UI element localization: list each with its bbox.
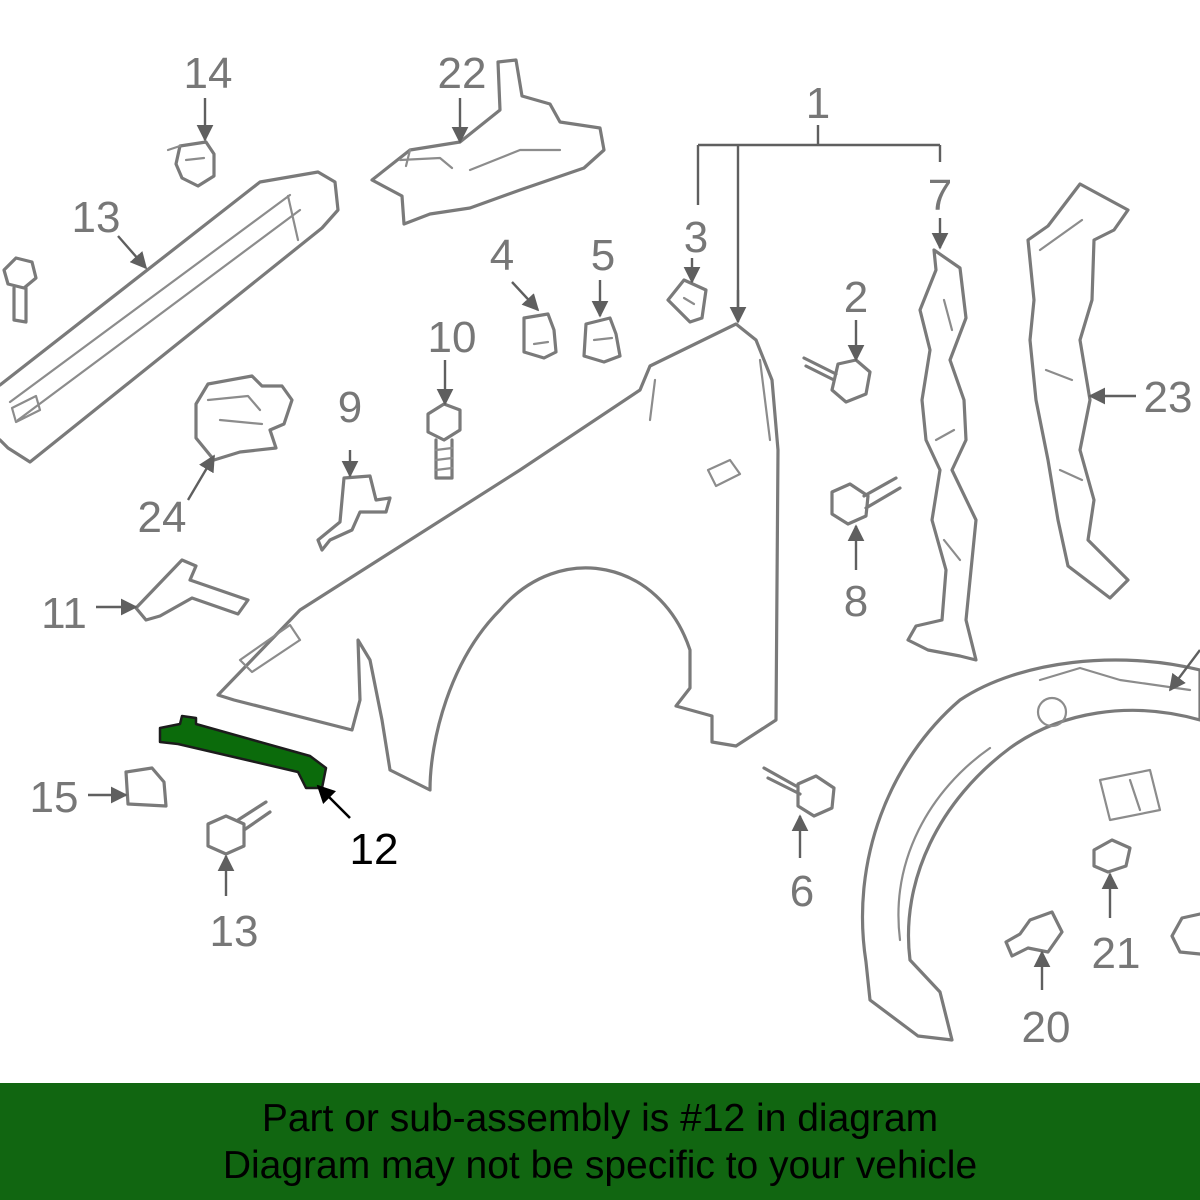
part-15-rail [0, 170, 340, 464]
callout-10: 10 [428, 313, 477, 362]
callout-13: 13 [210, 907, 259, 956]
part-2-bolt [802, 356, 872, 404]
part-20-pin [1004, 910, 1064, 958]
part-wheel-liner [860, 658, 1200, 1042]
part-24-bracket [194, 374, 294, 462]
callout-8: 8 [844, 577, 868, 626]
callout-11: 11 [41, 589, 87, 638]
part-14-plate [124, 766, 168, 808]
part-8-bolt [830, 476, 902, 526]
part-13-bolt [206, 800, 272, 856]
part-bolt-left [2, 256, 38, 324]
exploded-parts-diagram: 14 13 22 1 3 7 4 5 2 10 9 23 24 11 8 15 … [0, 49, 1200, 1052]
callout-9: 9 [338, 383, 362, 432]
leader-lines [88, 98, 1200, 990]
info-banner: Part or sub-assembly is #12 in diagram D… [0, 1083, 1200, 1200]
callout-21: 21 [1092, 929, 1141, 978]
part-7-seal [906, 248, 978, 662]
callout-22: 22 [438, 49, 487, 98]
callout-4: 4 [490, 231, 514, 280]
callout-labels: 14 13 22 1 3 7 4 5 2 10 9 23 24 11 8 15 … [30, 49, 1193, 1052]
part-21-clip [1092, 838, 1132, 874]
part-6-bolt [762, 766, 836, 818]
callout-17: 14 [184, 49, 233, 98]
part-23-seal [1026, 182, 1130, 600]
part-edge-clip [1170, 912, 1200, 956]
callout-1: 1 [806, 79, 830, 128]
callout-15: 13 [72, 193, 121, 242]
part-22-bracket [370, 58, 606, 226]
part-17-clip [166, 140, 216, 188]
callout-6: 6 [790, 867, 814, 916]
callout-7: 7 [928, 171, 952, 220]
callout-24: 24 [138, 493, 187, 542]
part-3-clip [666, 278, 708, 324]
callout-23: 23 [1144, 373, 1193, 422]
banner-line-part-number: Part or sub-assembly is #12 in diagram [261, 1097, 939, 1140]
callout-20: 20 [1022, 1003, 1071, 1052]
callout-2: 2 [844, 273, 868, 322]
callout-14: 15 [30, 773, 79, 822]
callout-3: 3 [684, 213, 708, 262]
part-5-nut [582, 316, 622, 364]
callout-12-highlighted: 12 [350, 825, 399, 874]
banner-line-disclaimer: Diagram may not be specific to your vehi… [222, 1144, 978, 1187]
part-11-bracket [134, 558, 250, 622]
callout-5: 5 [591, 231, 615, 280]
part-10-bolt [426, 402, 462, 480]
part-9-clip [316, 474, 392, 552]
part-4-nut [522, 312, 558, 360]
part-12-bracket-highlighted[interactable] [158, 714, 328, 790]
part-fender [216, 322, 780, 792]
